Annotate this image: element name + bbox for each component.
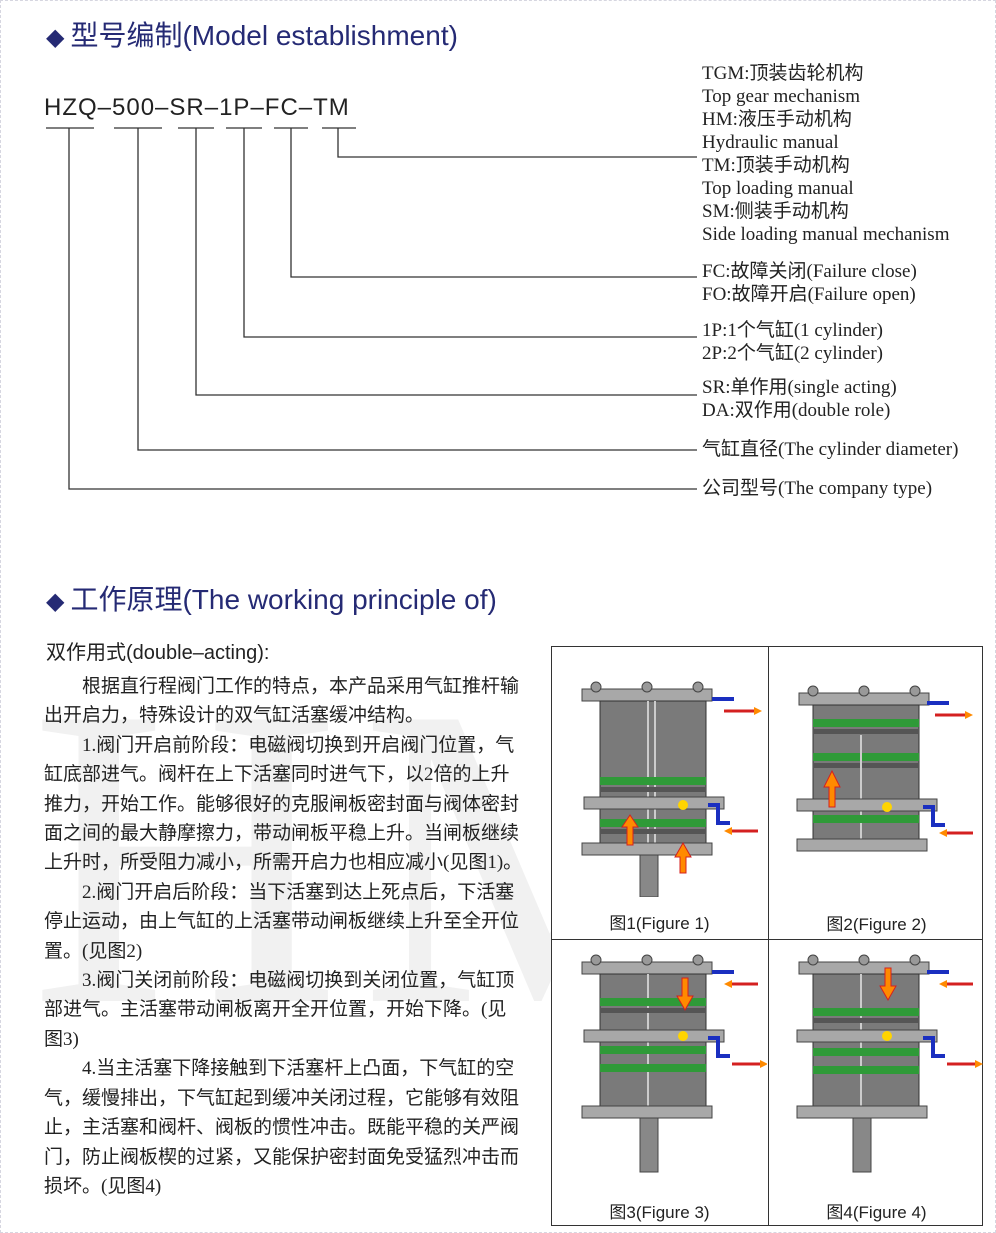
figure-2: 图2(Figure 2) <box>769 647 984 938</box>
model-connector-lines <box>46 127 697 490</box>
legend-line: Top loading manual <box>702 178 854 199</box>
figure-4: 图4(Figure 4) <box>769 940 984 1231</box>
paragraph: 4.当主活塞下降接触到下活塞杆上凸面，下气缸的空气，缓慢排出，下气缸起到缓冲关闭… <box>44 1058 520 1197</box>
figure-caption: 图1(Figure 1) <box>609 914 710 933</box>
cylinder-diagram-3 <box>581 954 768 1173</box>
cylinder-diagram-1 <box>581 681 762 898</box>
figure-caption: 图2(Figure 2) <box>826 915 927 934</box>
legend-line: 2P:2个气缸(2 cylinder) <box>702 343 884 364</box>
connector-fc <box>290 128 697 278</box>
diamond-icon: ◆ <box>46 588 65 615</box>
legend-line: TM:顶装手动机构 <box>702 155 850 176</box>
legend-line: SM:侧装手动机构 <box>702 201 849 222</box>
legend-line: 气缸直径(The cylinder diameter) <box>702 439 959 460</box>
subtitle-double-acting: 双作用式(double–acting): <box>46 642 270 664</box>
connector-tm <box>337 128 697 158</box>
legend-group-tm: TGM:顶装齿轮机构 Top gear mechanism HM:液压手动机构 … <box>702 62 949 246</box>
paragraph: 1.阀门开启前阶段：电磁阀切换到开启阀门位置，气缸底部进气。阀杆在上下活塞同时进… <box>44 734 523 874</box>
legend-line: SR:单作用(single acting) <box>702 377 897 398</box>
paragraph: 根据直行程阀门工作的特点，本产品采用气缸推杆输出开启力，特殊设计的双气缸活塞缓冲… <box>44 676 520 727</box>
legend-line: HM:液压手动机构 <box>702 109 852 130</box>
principle-text: 根据直行程阀门工作的特点，本产品采用气缸推杆输出开启力，特殊设计的双气缸活塞缓冲… <box>44 672 524 1201</box>
connector-hzq <box>68 128 697 490</box>
connector-500 <box>137 128 697 451</box>
model-code: HZQ–500–SR–1P–FC–TM <box>44 94 350 121</box>
figure-panel: 图1(Figure 1) 图2(Figure 2) <box>551 646 983 1226</box>
legend-group-diameter: 气缸直径(The cylinder diameter) <box>702 438 958 461</box>
legend-line: Top gear mechanism <box>702 86 861 107</box>
section-title-text: 型号编制(Model establishment) <box>70 20 458 51</box>
legend-group-1p: 1P:1个气缸(1 cylinder) 2P:2个气缸(2 cylinder) <box>702 319 883 365</box>
figure-1: 图1(Figure 1) <box>552 647 767 938</box>
legend-line: Side loading manual mechanism <box>702 224 950 245</box>
figure-caption: 图4(Figure 4) <box>826 1203 927 1222</box>
legend-line: FC:故障关闭(Failure close) <box>702 261 917 282</box>
paragraph: 3.阀门关闭前阶段：电磁阀切换到关闭位置，气缸顶部进气。主活塞带动闸板离开全开位… <box>44 970 515 1050</box>
section-title-text: 工作原理(The working principle of) <box>70 584 497 615</box>
figure-caption: 图3(Figure 3) <box>609 1203 710 1222</box>
legend-line: DA:双作用(double role) <box>702 400 891 421</box>
legend-line: 公司型号(The company type) <box>702 478 933 499</box>
section-title-model: ◆型号编制(Model establishment) <box>46 14 458 54</box>
paragraph: 2.阀门开启后阶段：当下活塞到达上死点后，下活塞停止运动，由上气缸的上活塞带动闸… <box>44 881 520 962</box>
connector-1p <box>243 128 697 338</box>
divider <box>552 939 982 940</box>
diamond-icon: ◆ <box>46 24 65 51</box>
legend-line: TGM:顶装齿轮机构 <box>702 63 864 84</box>
section-title-principle: ◆工作原理(The working principle of) <box>46 578 497 618</box>
connector-sr <box>195 128 697 396</box>
legend-line: 1P:1个气缸(1 cylinder) <box>702 320 884 341</box>
legend-group-company: 公司型号(The company type) <box>702 477 932 500</box>
legend-group-fc: FC:故障关闭(Failure close) FO:故障开启(Failure o… <box>702 260 917 306</box>
cylinder-diagram-2 <box>796 685 973 852</box>
legend-line: FO:故障开启(Failure open) <box>702 284 916 305</box>
legend-group-sr: SR:单作用(single acting) DA:双作用(double role… <box>702 376 897 422</box>
figure-3: 图3(Figure 3) <box>552 940 768 1231</box>
cylinder-diagram-4 <box>796 954 983 1173</box>
divider <box>768 647 769 1225</box>
legend-line: Hydraulic manual <box>702 132 839 153</box>
